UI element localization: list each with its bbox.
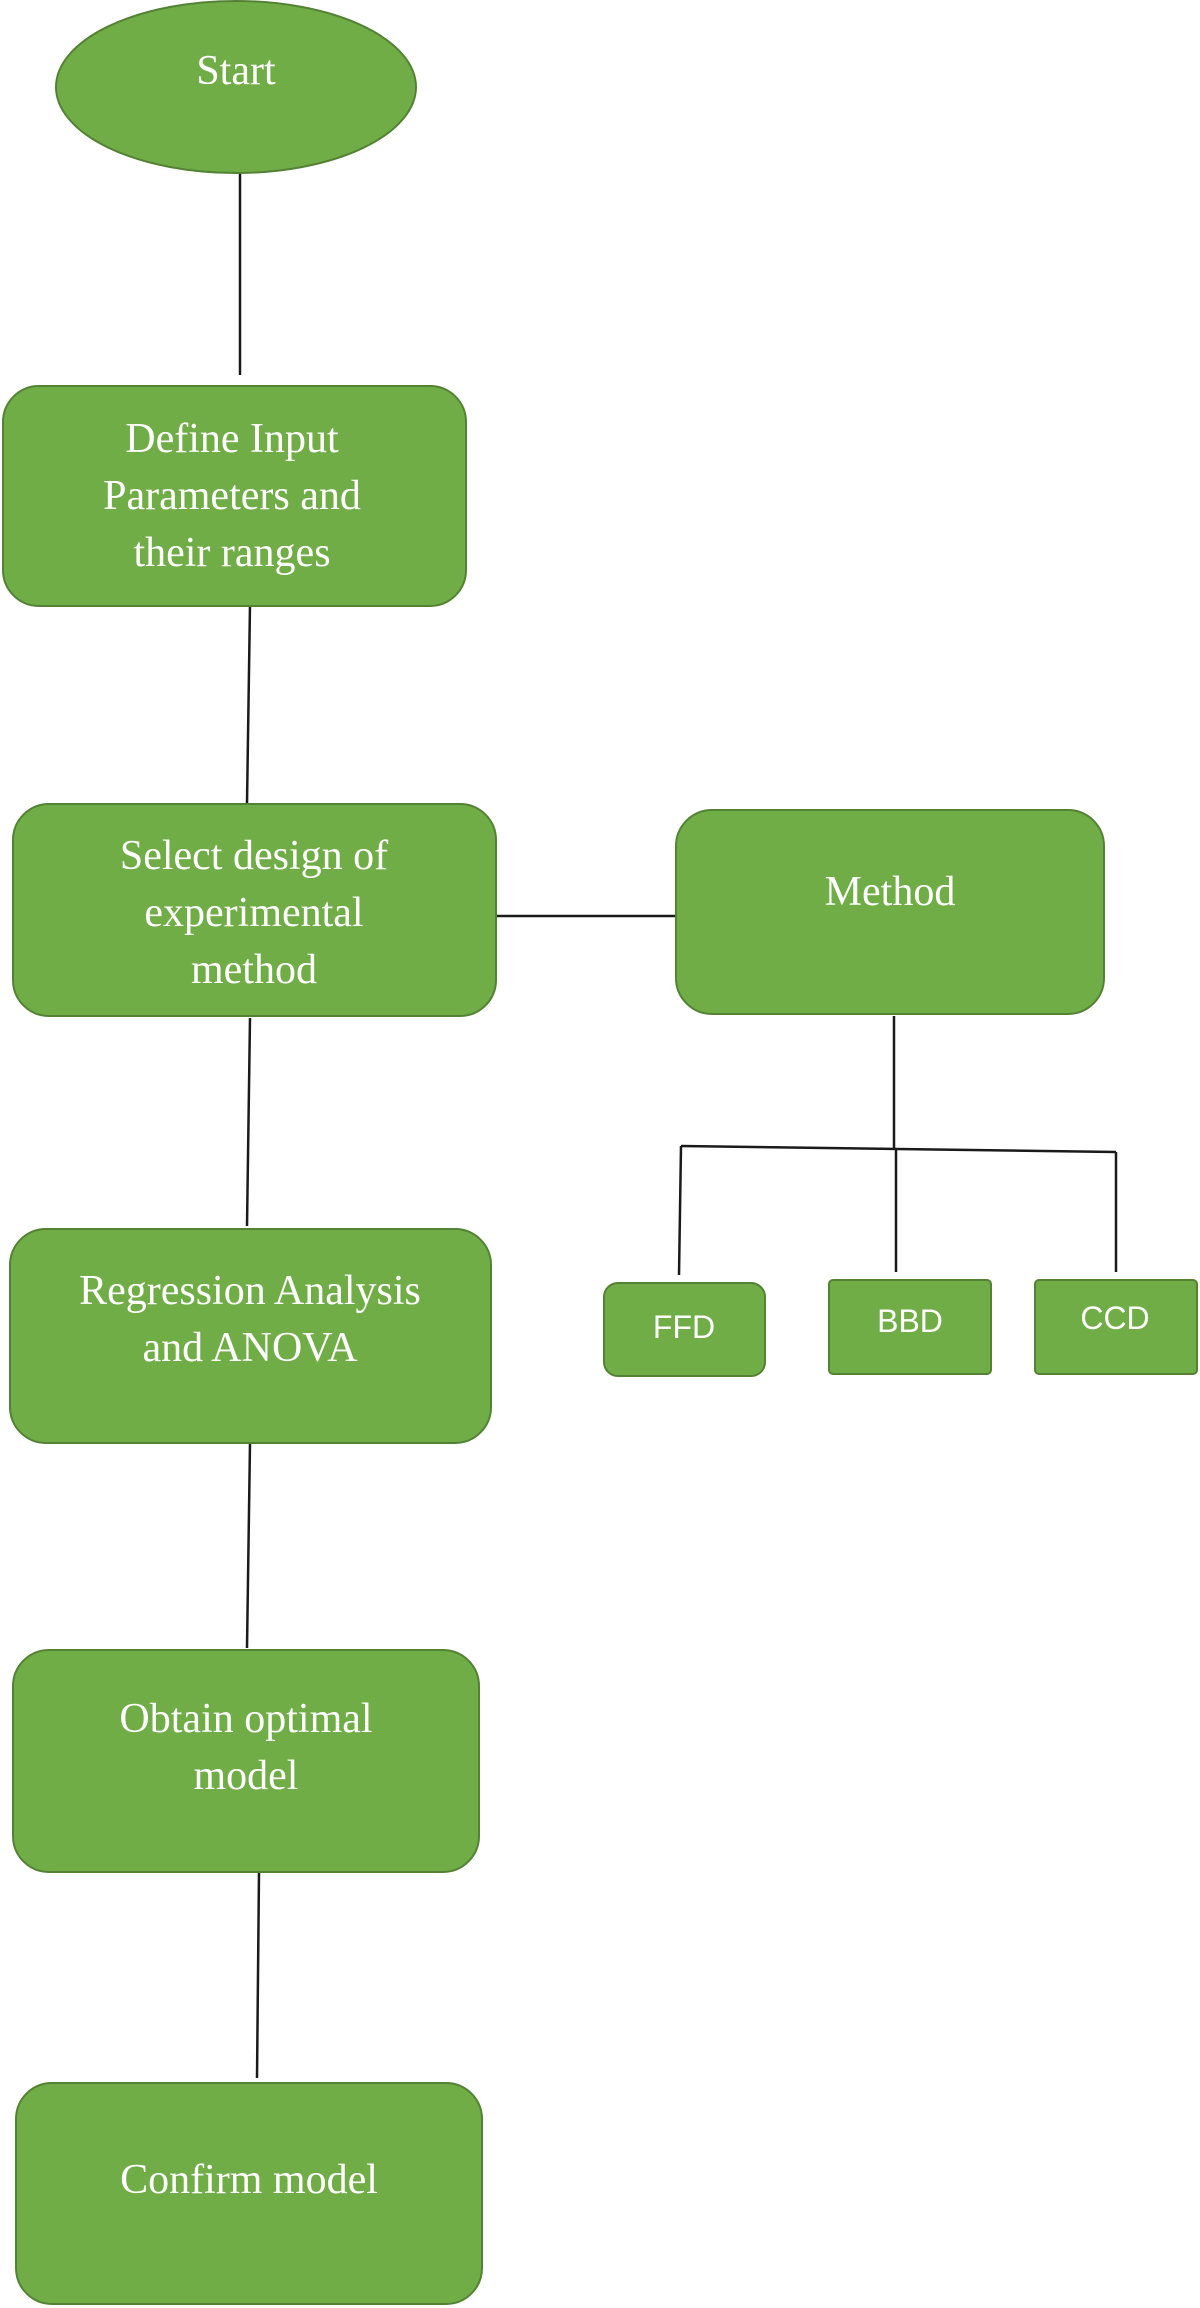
method-ccd-node: CCD: [1034, 1279, 1198, 1375]
bbd-box: [828, 1279, 992, 1375]
connectors: [238, 173, 1118, 2079]
select-design-line-1: Select design of: [120, 833, 388, 879]
obtain-model-box: [12, 1649, 480, 1873]
confirm-model-node: Confirm model: [15, 2082, 483, 2305]
define-input-box: [2, 385, 467, 607]
method-ffd-node: FFD: [603, 1282, 766, 1377]
connector-method-branch-bar: [680, 1144, 1117, 1154]
select-design-line-2: experimental: [144, 890, 363, 936]
method-box: [675, 809, 1105, 1015]
confirm-model-label: Confirm model: [120, 2157, 378, 2203]
define-input-line-3: their ranges: [133, 530, 330, 576]
ccd-box: [1034, 1279, 1198, 1375]
define-input-line-1: Define Input: [125, 416, 339, 462]
connector-select-regression: [245, 1017, 252, 1227]
connector-regression-obtain: [245, 1442, 252, 1649]
method-bbd-node: BBD: [828, 1279, 992, 1375]
regression-box: [9, 1228, 492, 1444]
regression-line-2: and ANOVA: [142, 1325, 358, 1371]
start-label: Start: [196, 48, 276, 94]
ffd-box: [603, 1282, 766, 1377]
ffd-label: FFD: [653, 1309, 715, 1345]
connector-obtain-confirm: [255, 1871, 261, 2079]
method-node: Method: [675, 809, 1105, 1015]
select-design-line-3: method: [191, 947, 317, 993]
start-node: Start: [55, 0, 417, 174]
obtain-model-node: Obtain optimal model: [12, 1649, 480, 1873]
define-input-node: Define Input Parameters and their ranges: [2, 385, 467, 607]
confirm-model-box: [15, 2082, 483, 2305]
regression-line-1: Regression Analysis: [79, 1268, 421, 1314]
ccd-label: CCD: [1080, 1300, 1149, 1336]
select-design-node: Select design of experimental method: [12, 803, 497, 1017]
start-ellipse: [55, 0, 417, 174]
connector-branch-ffd: [677, 1145, 683, 1276]
bbd-label: BBD: [877, 1303, 943, 1339]
regression-node: Regression Analysis and ANOVA: [9, 1228, 492, 1444]
define-input-line-2: Parameters and: [103, 473, 361, 519]
method-label: Method: [825, 869, 956, 915]
connector-define-select: [245, 604, 252, 804]
select-design-box: [12, 803, 497, 1017]
obtain-model-line-1: Obtain optimal: [119, 1696, 372, 1742]
obtain-model-line-2: model: [194, 1753, 299, 1799]
